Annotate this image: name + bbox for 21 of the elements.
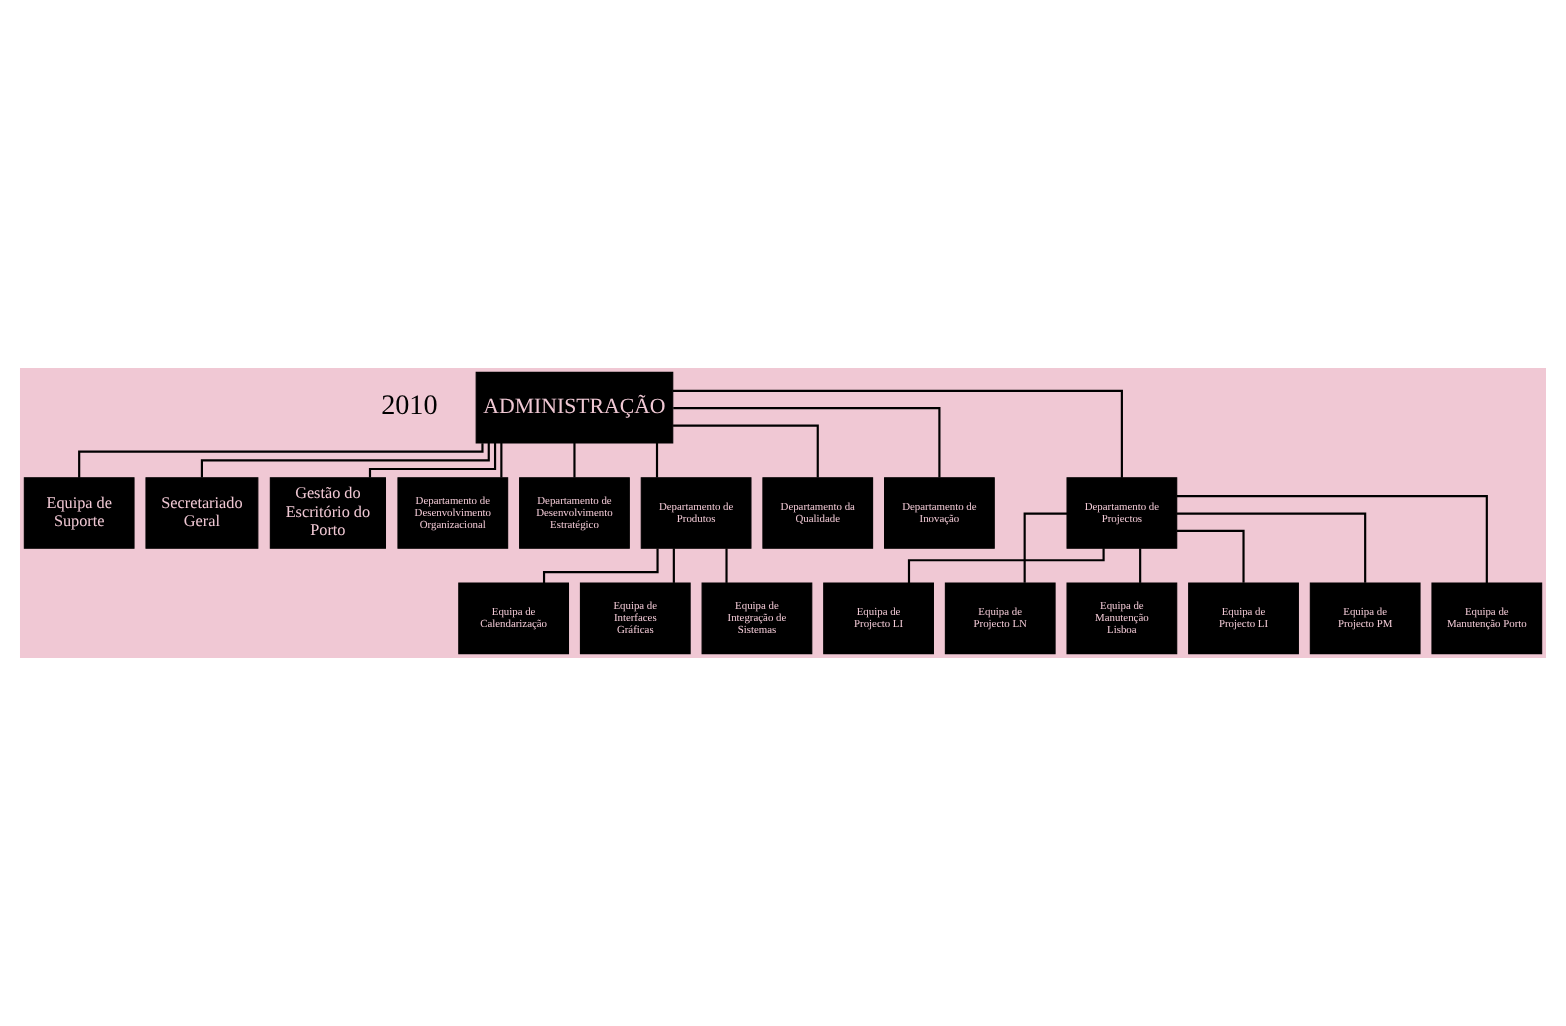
- connector: [1139, 548, 1142, 583]
- connector: [1023, 512, 1068, 583]
- connector: [200, 443, 490, 478]
- connector: [1177, 529, 1245, 583]
- connector: [673, 424, 819, 478]
- node-box: Secretariado Geral: [145, 477, 259, 549]
- connector: [725, 548, 728, 583]
- connector: [1176, 495, 1488, 583]
- label: 2010: [381, 390, 438, 423]
- connector: [368, 443, 497, 478]
- connector: [573, 443, 576, 478]
- connector: [672, 548, 675, 583]
- connector: [673, 407, 941, 478]
- connector: [655, 443, 659, 478]
- connector: [500, 443, 503, 478]
- node-box: Equipa de Suporte: [23, 477, 135, 549]
- node-box: ADMINISTRAÇÃO: [475, 371, 674, 444]
- node-box: Gestão do Escritório do Porto: [269, 477, 386, 549]
- connector: [672, 389, 1123, 478]
- connector: [1176, 512, 1367, 583]
- connector: [542, 548, 659, 583]
